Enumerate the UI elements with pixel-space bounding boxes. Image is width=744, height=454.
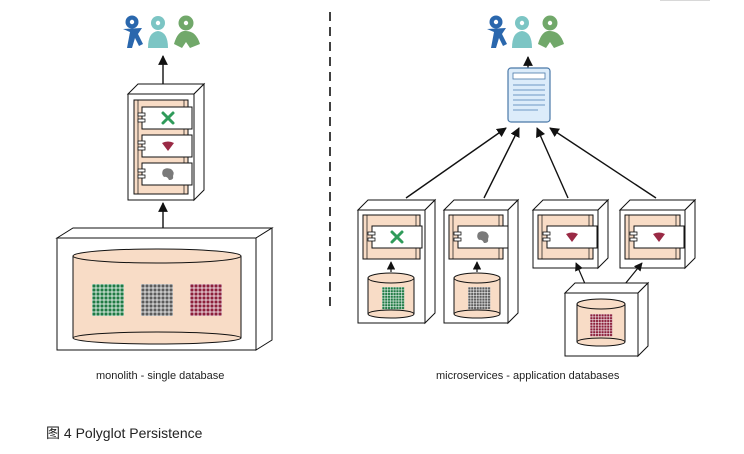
service-blob	[442, 198, 520, 325]
data-grid-icon	[590, 314, 613, 337]
service-heart-1	[531, 198, 610, 270]
data-grid-icon	[190, 284, 222, 316]
component-x	[137, 106, 193, 130]
monolith-label: monolith - single database	[96, 370, 225, 382]
users-icon	[123, 15, 200, 48]
data-grid-icon	[382, 287, 405, 310]
monolith-database	[55, 227, 274, 351]
document-icon	[507, 67, 551, 123]
microservices-section	[356, 15, 697, 358]
data-grid-icon	[92, 284, 124, 316]
arrow-service-4	[549, 127, 657, 199]
monolith-section	[55, 15, 274, 351]
users-icon	[487, 15, 564, 48]
data-grid-icon	[141, 284, 173, 316]
arrow-service-3	[536, 127, 569, 199]
microservices-label: microservices - application databases	[436, 370, 620, 382]
shared-database	[563, 262, 650, 358]
component-heart	[137, 134, 193, 158]
service-x	[356, 198, 437, 325]
figure-caption: 图 4 Polyglot Persistence	[46, 425, 203, 441]
component-blob	[137, 162, 193, 186]
arrow-service-1	[405, 127, 507, 199]
top-rule	[660, 0, 710, 1]
monolith-app-server	[126, 82, 206, 202]
data-grid-icon	[468, 287, 491, 310]
service-heart-2	[618, 198, 697, 270]
arrow-service-2	[483, 127, 520, 199]
